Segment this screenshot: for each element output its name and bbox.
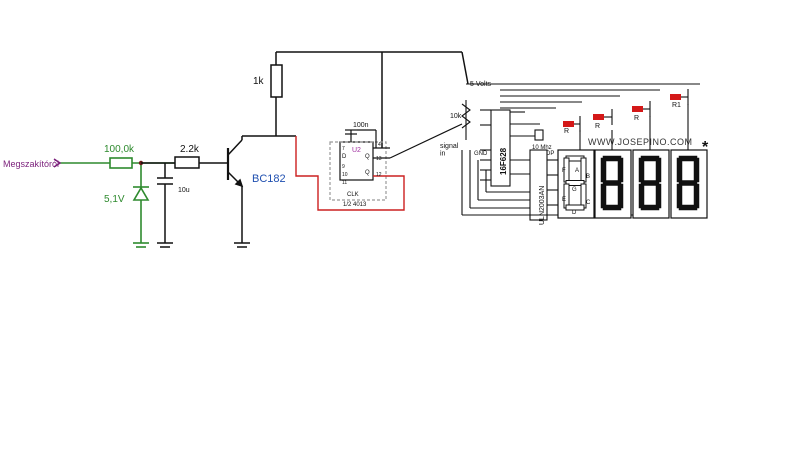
resistor-100k [109, 157, 133, 169]
label-4013: 1/2 4013 [343, 202, 367, 208]
segment [693, 183, 700, 209]
segment [563, 183, 570, 209]
ff-pin-qn: Q [365, 170, 370, 176]
label-gnd: GND [474, 151, 488, 157]
flip-flop-4013 [329, 123, 463, 201]
label-16f628: 16F628 [499, 147, 508, 175]
segment-letter: B [586, 174, 590, 180]
segment [640, 180, 660, 186]
resistor-2-2k [174, 156, 200, 169]
label-2-2k: 2.2k [180, 144, 200, 155]
segment [655, 183, 662, 209]
segment-letter: A [575, 168, 579, 174]
input-arrow [53, 158, 62, 168]
ff-pin-10: 10 [342, 172, 348, 178]
label-5v: 5 Volts [470, 81, 492, 88]
ff-pin-12: 12 [376, 172, 382, 178]
label-100k: 100,0k [104, 144, 135, 155]
label-1k: 1k [253, 76, 265, 87]
highlight-wire [295, 136, 405, 211]
seven-segment-displays: A F G B E C D [557, 149, 708, 219]
zener-diode [132, 186, 150, 201]
transistor-stage [141, 51, 469, 248]
segment [617, 183, 624, 209]
label-crystal: 10 Mhz [532, 145, 552, 151]
label-r1: R1 [672, 102, 681, 109]
label-10u: 10u [178, 187, 190, 194]
label-u2: U2 [352, 147, 361, 154]
segment-letter: G [572, 187, 577, 193]
segment [676, 157, 683, 183]
ff-pin-4: 4 [378, 142, 381, 148]
ff-pin-d: D [342, 154, 347, 160]
segment [640, 204, 660, 211]
segment-letter: E [562, 197, 566, 203]
segment [693, 157, 700, 183]
segment [638, 183, 645, 209]
website-label: WWW.JOSEPINO.COM [588, 137, 693, 147]
pic-16f628-chip [490, 109, 511, 187]
label-bc182: BC182 [252, 173, 286, 185]
segment [565, 204, 585, 211]
label-zener: 5,1V [104, 194, 125, 205]
segment [676, 183, 683, 209]
ff-pin-clk: CLK [347, 192, 359, 198]
segment [678, 180, 698, 186]
segment-letter: F [562, 168, 566, 174]
segment-resistors [563, 94, 681, 127]
resistor-1k [270, 64, 283, 98]
label-100n: 100n [353, 122, 369, 129]
segment [602, 180, 622, 186]
label-dp: DP [546, 151, 554, 157]
uln2003-chip [529, 149, 548, 221]
label-r-2: R [595, 123, 600, 130]
segment-letter: C [586, 200, 591, 206]
label-10k: 10k [450, 113, 462, 120]
segment [638, 157, 645, 183]
segment [565, 180, 585, 186]
segment-letter: D [572, 210, 577, 216]
label-uln2003: ULN2003AN [539, 186, 546, 225]
ff-pin-q: Q [365, 154, 370, 160]
label-r-1: R [564, 128, 569, 135]
ff-pin-11: 11 [342, 180, 347, 186]
ff-pin-13: 13 [376, 156, 382, 162]
segment [655, 157, 662, 183]
label-r-3: R [634, 115, 639, 122]
segment [617, 157, 624, 183]
microcontroller-block [461, 83, 700, 221]
ff-pin-7: 7 [342, 146, 345, 152]
segment [600, 183, 607, 209]
segment [602, 204, 622, 211]
segment [600, 157, 607, 183]
ff-pin-9: 9 [342, 164, 345, 170]
segment [678, 204, 698, 211]
crystal [534, 129, 544, 141]
input-label: Megszakítóról [3, 159, 59, 169]
star-mark: * [702, 139, 709, 156]
